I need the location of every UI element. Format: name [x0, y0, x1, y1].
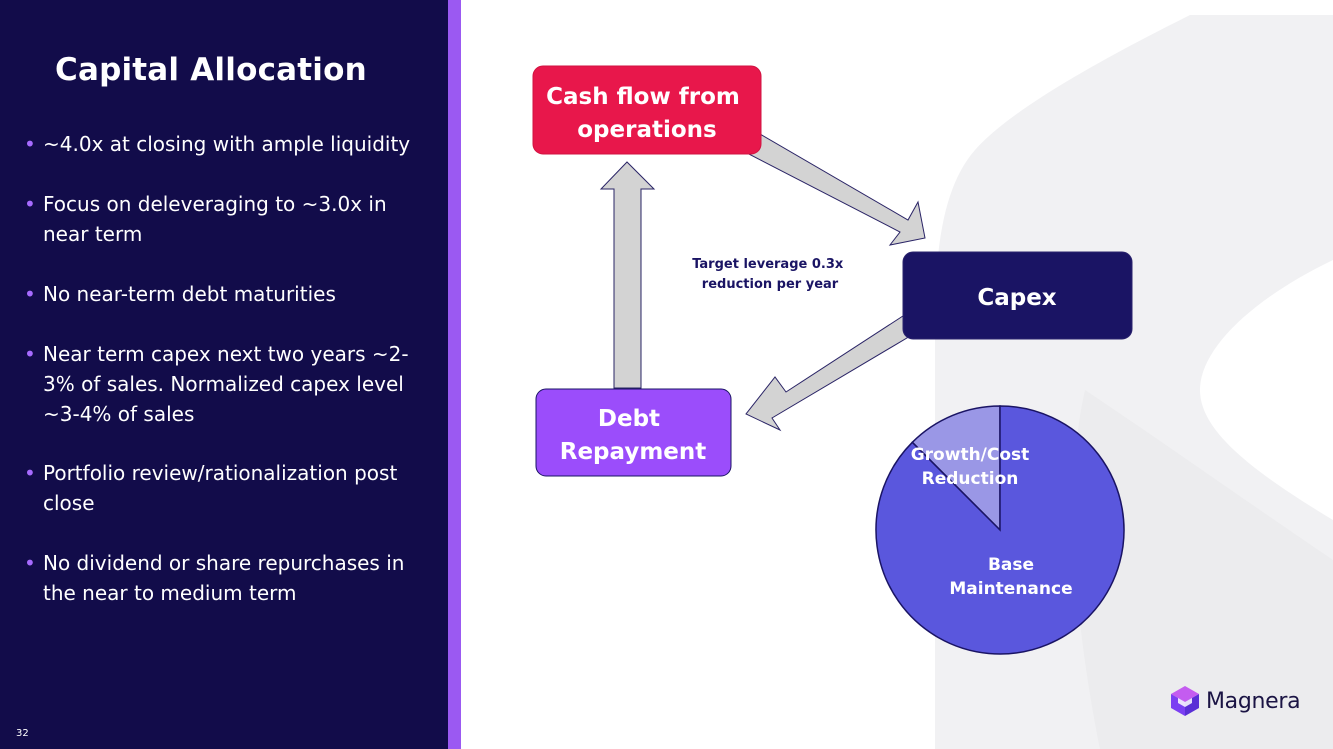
bullet-dot: •	[24, 551, 36, 575]
arrow-capex-to-debt	[745, 313, 918, 432]
bullet-dot: •	[24, 192, 36, 216]
slide-title: Capital Allocation	[55, 52, 367, 88]
node-capex: Capex	[902, 251, 1133, 340]
bullet-item: • ~4.0x at closing with ample liquidity	[24, 129, 443, 159]
leverage-annotation: Target leverage 0.3x reduction per year	[692, 257, 848, 292]
node-cash-flow: Cash flow from operations	[532, 65, 762, 155]
brand-logo: Magnera	[1170, 685, 1301, 717]
bullet-text: close	[43, 491, 95, 515]
bullet-dot: •	[24, 342, 36, 366]
bullet-text: ~3-4% of sales	[43, 402, 195, 426]
bullet-text: ~4.0x at closing with ample liquidity	[43, 132, 411, 156]
bullet-text: Portfolio review/rationalization post	[43, 461, 398, 485]
accent-divider	[448, 0, 461, 749]
bullet-item: • Portfolio review/rationalization post cl…	[24, 458, 443, 518]
bullet-item: • No near-term debt maturities	[24, 279, 443, 309]
bullet-dot: •	[24, 461, 36, 485]
bullet-text: near term	[43, 222, 143, 246]
bullet-item: • Near term capex next two years ~2- 3% of…	[24, 339, 443, 429]
bullet-text: Focus on deleveraging to ~3.0x in	[43, 192, 387, 216]
bullet-dot: •	[24, 282, 36, 306]
brand-name: Magnera	[1206, 688, 1301, 714]
pie-slice	[911, 405, 1001, 532]
arrow-cashflow-to-capex	[742, 133, 926, 246]
bullet-text: Near term capex next two years ~2-	[43, 342, 409, 366]
left-panel: Capital Allocation • ~4.0x at closing wit…	[0, 0, 448, 749]
node-cash-flow-label: Cash flow from operations	[546, 84, 748, 143]
node-debt-repayment-label: Debt Repayment	[560, 406, 707, 465]
bullet-text: the near to medium term	[43, 581, 297, 605]
bullet-text: No dividend or share repurchases in	[43, 551, 405, 575]
bullet-text: 3% of sales. Normalized capex level	[43, 372, 404, 396]
arrow-debt-to-cashflow	[599, 161, 656, 389]
magnera-logo-icon	[1171, 686, 1199, 716]
bullet-item: • Focus on deleveraging to ~3.0x in near t…	[24, 189, 443, 249]
node-debt-repayment: Debt Repayment	[535, 388, 732, 477]
bullet-dot: •	[24, 132, 36, 156]
bullet-text: No near-term debt maturities	[43, 282, 336, 306]
pie-slice	[875, 405, 1125, 655]
bullet-item: • No dividend or share repurchases in the …	[24, 548, 443, 608]
page-number: 32	[16, 728, 29, 739]
node-capex-label: Capex	[977, 285, 1056, 311]
